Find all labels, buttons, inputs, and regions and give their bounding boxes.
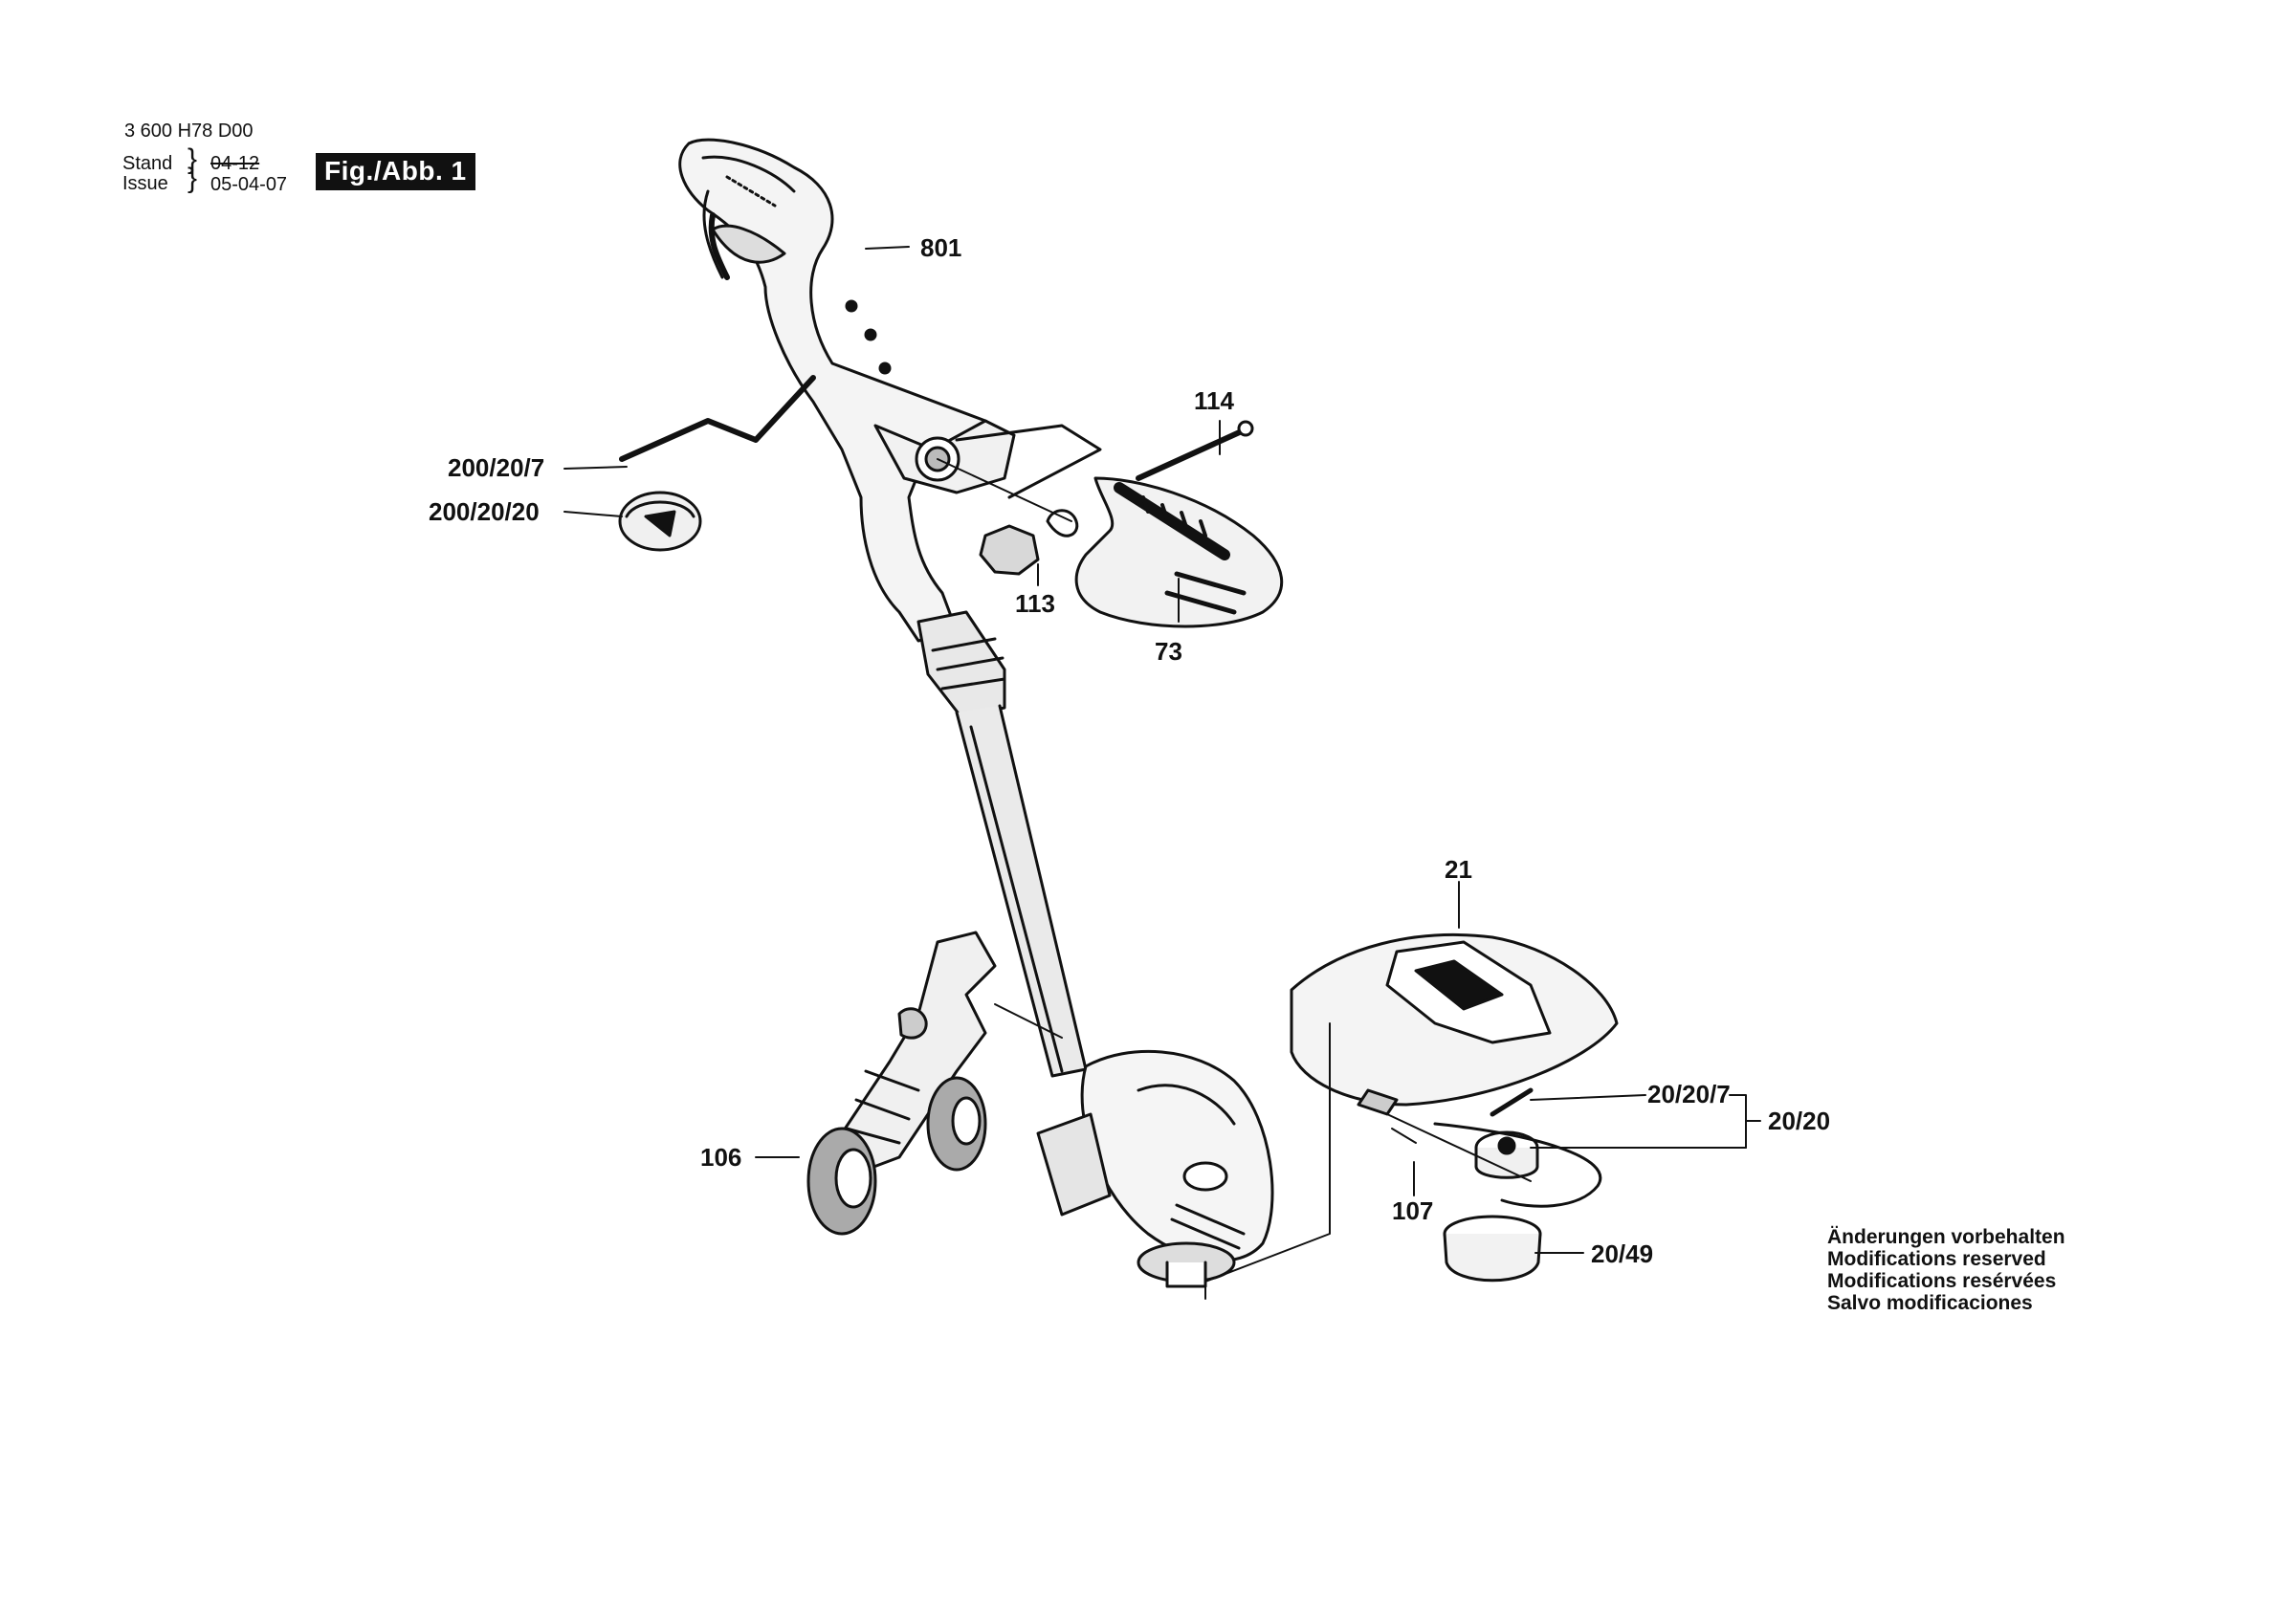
notice-line-es: Salvo modificaciones [1827, 1292, 2033, 1314]
auxiliary-handle-part [1046, 476, 1284, 628]
knob-part [979, 524, 1040, 576]
callout-200-20-7: 200/20/7 [448, 453, 544, 482]
leader-lines [563, 246, 1761, 1300]
motor-housing-part [1036, 1049, 1274, 1288]
figure-badge: Fig./Abb. 1 [316, 153, 475, 190]
callout-106: 106 [700, 1143, 741, 1172]
stand-brace: } [188, 143, 198, 175]
notice-line-fr: Modifications resérvées [1827, 1270, 2057, 1292]
callout-801: 801 [920, 233, 961, 262]
bolt-part [1136, 420, 1254, 481]
issue-brace: } [188, 163, 198, 194]
upper-tube-part [916, 610, 1088, 1078]
old-date-struck: 04-12 [210, 153, 260, 174]
callout-20-20-7: 20/20/7 [1647, 1080, 1731, 1108]
power-cord [708, 212, 730, 280]
modifications-notice: Änderungen vorbehalten Modifications res… [1827, 1226, 2065, 1314]
callout-21: 21 [1445, 855, 1472, 884]
notice-line-en: Modifications reserved [1827, 1248, 2046, 1270]
cap-part [618, 491, 702, 552]
callout-114: 114 [1194, 386, 1234, 415]
callout-107: 107 [1392, 1196, 1433, 1225]
issue-date: 05-04-07 [210, 174, 288, 195]
spring-part [619, 375, 816, 462]
callout-113: 113 [1015, 589, 1055, 618]
callout-20-20: 20/20 [1768, 1107, 1830, 1135]
notice-line-de: Änderungen vorbehalten [1827, 1226, 2065, 1248]
callout-73: 73 [1155, 637, 1182, 666]
spool-part [1433, 1087, 1602, 1208]
guard-part [1290, 933, 1619, 1116]
document-number: 3 600 H78 D00 [124, 121, 254, 142]
main-handle-part [678, 138, 1001, 643]
issue-label: Issue [122, 173, 168, 194]
stand-label: Stand [122, 153, 173, 174]
callout-20-49: 20/49 [1591, 1239, 1653, 1268]
pivot-block-part [873, 419, 1102, 499]
spool-cover-part [1443, 1215, 1542, 1283]
callout-200-20-20: 200/20/20 [429, 497, 540, 526]
wheel-assembly-part [806, 931, 997, 1236]
